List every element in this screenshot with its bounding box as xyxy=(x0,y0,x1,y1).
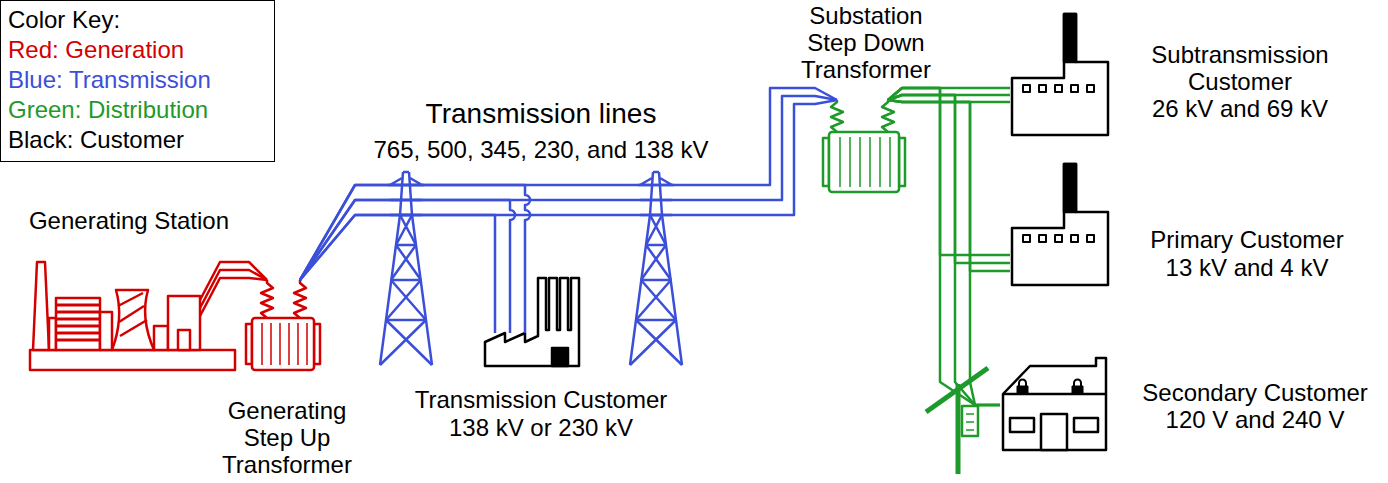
text-holder: Substation Step Down Transformer xyxy=(791,2,941,83)
text-holder: Transmission Customer xyxy=(376,386,706,414)
voltage-label: 138 kV or 230 kV xyxy=(376,414,706,442)
step-up-transformer-icon xyxy=(246,280,320,370)
node-label: Generating Step Up Transformer xyxy=(212,397,362,478)
voltage-label: 120 V and 240 V xyxy=(1130,406,1380,433)
power-line-conductor xyxy=(300,200,515,333)
text-holder: 26 kV and 69 kV xyxy=(1140,95,1340,122)
text-holder: Secondary Customer xyxy=(1130,379,1380,406)
text-holder: 120 V and 240 V xyxy=(1130,406,1380,433)
power-line-conductor xyxy=(200,270,267,308)
text-holder: Transmission lines xyxy=(371,98,711,130)
node-label: Substation Step Down Transformer xyxy=(791,2,941,83)
power-line xyxy=(888,88,1010,271)
power-line-conductor xyxy=(300,185,530,333)
node-label: Primary Customer xyxy=(1127,226,1367,254)
secondary-customer: Secondary Customer120 V and 240 V xyxy=(1000,358,1108,452)
power-line xyxy=(300,185,530,333)
step-up-transformer: Generating Step Up Transformer xyxy=(245,280,320,372)
power-plant-icon xyxy=(30,262,235,370)
power-line xyxy=(888,88,1000,405)
house-icon xyxy=(1003,358,1106,450)
factory-icon xyxy=(1012,14,1108,135)
power-line-conductor xyxy=(888,100,1010,271)
power-line-conductor xyxy=(200,278,267,316)
primary-customer: Primary Customer13 kV and 4 kV xyxy=(1010,162,1110,285)
transmission-customer: Transmission Customer138 kV or 230 kV xyxy=(485,333,579,366)
legend-entry: Red: Generation xyxy=(8,35,264,65)
voltage-list: 765, 500, 345, 230, and 138 kV xyxy=(331,136,751,164)
text-holder: Generating Step Up Transformer xyxy=(212,397,362,478)
text-holder: Primary Customer xyxy=(1127,226,1367,254)
power-line-conductor xyxy=(888,88,1000,405)
node-label: Secondary Customer xyxy=(1130,379,1380,406)
power-line xyxy=(300,88,837,280)
power-line-conductor xyxy=(888,95,1010,263)
substation-transformer: Substation Step Down Transformer xyxy=(822,100,905,195)
voltage-label: 13 kV and 4 kV xyxy=(1127,254,1367,282)
power-line-conductor xyxy=(300,215,495,333)
node-label: Subtransmission Customer xyxy=(1140,41,1340,95)
text-holder: Generating Station xyxy=(4,207,254,235)
node-label: Transmission Customer xyxy=(376,386,706,414)
factory-icon xyxy=(1012,164,1108,285)
color-key-box: Color Key:Red: GenerationBlue: Transmiss… xyxy=(0,0,275,162)
legend-title: Color Key: xyxy=(8,5,264,35)
power-line-conductor xyxy=(888,95,1000,405)
industrial-plant-icon xyxy=(485,278,579,366)
node-label: Generating Station xyxy=(4,207,254,235)
subtransmission-customer: Subtransmission Customer26 kV and 69 kV xyxy=(1010,12,1110,135)
power-line-conductor xyxy=(888,100,1000,405)
legend-entry: Black: Customer xyxy=(8,125,264,155)
legend-entry: Green: Distribution xyxy=(8,95,264,125)
power-line xyxy=(200,262,267,316)
text-holder: 13 kV and 4 kV xyxy=(1127,254,1367,282)
text-holder: 765, 500, 345, 230, and 138 kV xyxy=(331,136,751,164)
power-line-conductor xyxy=(300,88,837,280)
legend-entry: Blue: Transmission xyxy=(8,65,264,95)
text-holder: 138 kV or 230 kV xyxy=(376,414,706,442)
power-line-conductor xyxy=(300,96,837,280)
generating-station: Generating Station xyxy=(28,255,200,372)
substation-transformer-icon xyxy=(823,100,905,192)
power-line-conductor xyxy=(888,88,1010,255)
voltage-label: 26 kV and 69 kV xyxy=(1140,95,1340,122)
text-holder: Subtransmission Customer xyxy=(1140,41,1340,95)
section-title: Transmission lines xyxy=(371,98,711,130)
